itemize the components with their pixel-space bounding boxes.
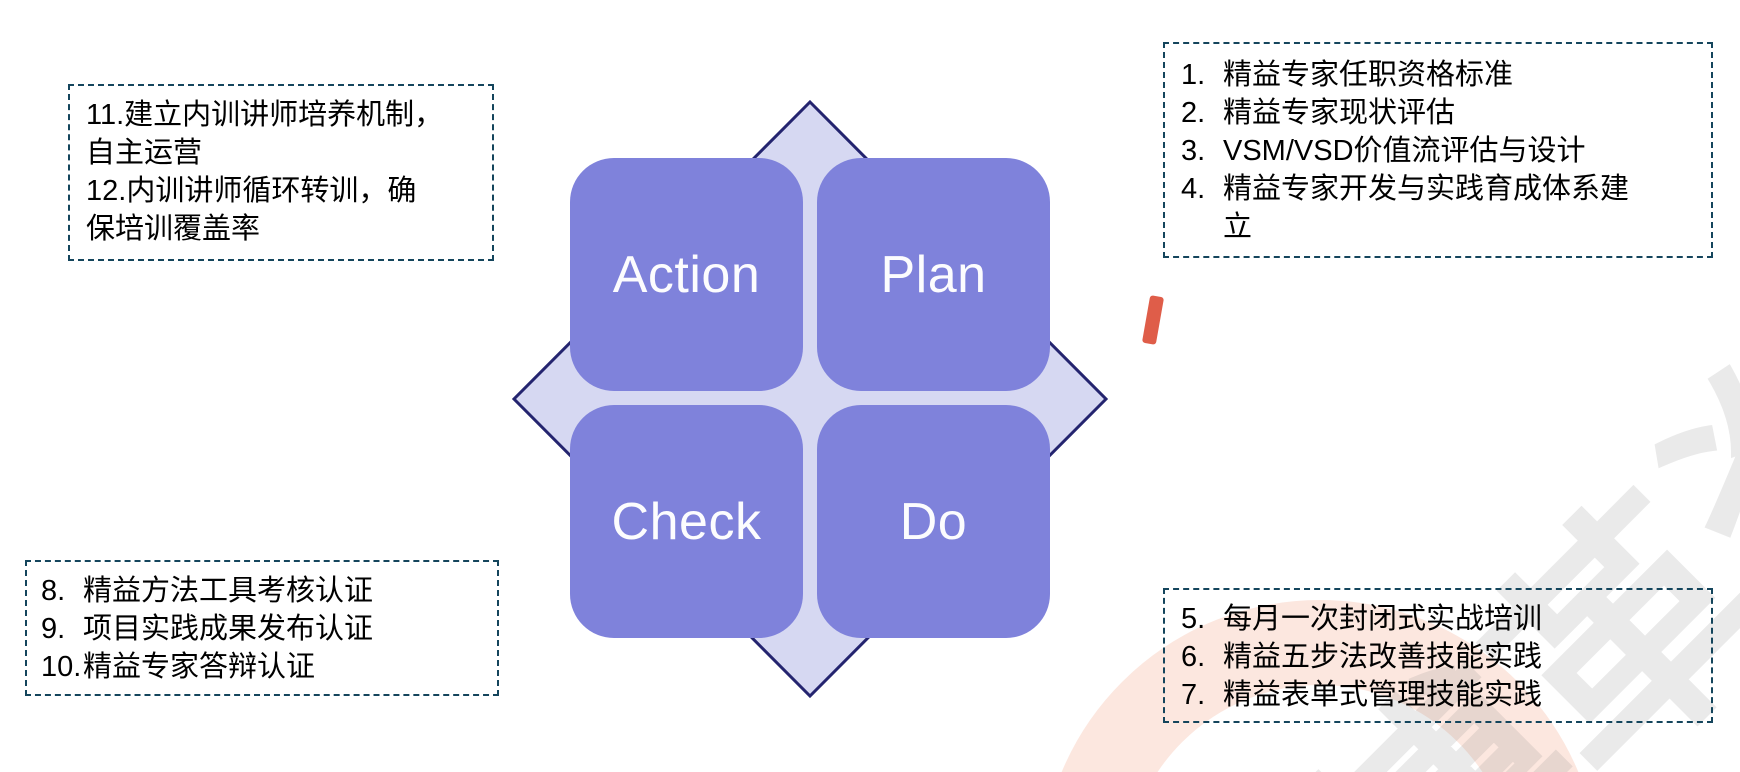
pdca-square-do: Do xyxy=(817,405,1050,638)
annotation-box-action: 11.建立内训讲师培养机制， 自主运营 12.内训讲师循环转训，确 保培训覆盖率 xyxy=(68,84,494,261)
item-number: 8. xyxy=(41,575,66,607)
pdca-square-plan: Plan xyxy=(817,158,1050,391)
annotation-box-check: 8. 精益方法工具考核认证 9. 项目实践成果发布认证 10. 精益专家答辩认证 xyxy=(25,560,499,696)
item-number: 9. xyxy=(41,613,66,645)
list-item: 10. 精益专家答辩认证 xyxy=(41,648,483,686)
item-text: 精益专家开发与实践育成体系建 立 xyxy=(1223,173,1630,243)
list-item: 11.建立内训讲师培养机制， 自主运营 xyxy=(86,99,444,169)
item-text: 精益专家答辩认证 xyxy=(83,651,316,683)
list-item: 1. 精益专家任职资格标准 xyxy=(1181,56,1695,94)
pdca-label-plan: Plan xyxy=(880,245,987,304)
item-text: 精益方法工具考核认证 xyxy=(83,575,374,607)
pdca-label-check: Check xyxy=(611,492,762,551)
item-number: 7. xyxy=(1181,679,1206,711)
item-number: 1. xyxy=(1181,59,1206,91)
annotation-box-plan: 1. 精益专家任职资格标准 2. 精益专家现状评估 3. VSM/VSD价值流评… xyxy=(1163,42,1713,258)
item-text: 项目实践成果发布认证 xyxy=(83,613,374,645)
list-item: 3. VSM/VSD价值流评估与设计 xyxy=(1181,132,1695,170)
list-item: 5. 每月一次封闭式实战培训 xyxy=(1181,600,1695,638)
item-number: 10. xyxy=(41,651,82,683)
pdca-label-action: Action xyxy=(612,245,761,304)
list-item: 12.内训讲师循环转训，确 保培训覆盖率 xyxy=(86,175,417,245)
annotation-box-do: 5. 每月一次封闭式实战培训 6. 精益五步法改善技能实践 7. 精益表单式管理… xyxy=(1163,588,1713,723)
item-number: 4. xyxy=(1181,173,1206,205)
list-item: 8. 精益方法工具考核认证 xyxy=(41,572,483,610)
item-text: 精益专家现状评估 xyxy=(1223,97,1456,129)
item-number: 2. xyxy=(1181,97,1206,129)
list-item: 7. 精益表单式管理技能实践 xyxy=(1181,676,1695,714)
list-item: 6. 精益五步法改善技能实践 xyxy=(1181,638,1695,676)
item-text: 精益表单式管理技能实践 xyxy=(1223,679,1543,711)
item-text: 精益专家任职资格标准 xyxy=(1223,59,1514,91)
pdca-label-do: Do xyxy=(899,492,968,551)
list-item: 4. 精益专家开发与实践育成体系建 立 xyxy=(1181,170,1695,246)
list-item: 2. 精益专家现状评估 xyxy=(1181,94,1695,132)
item-text: 每月一次封闭式实战培训 xyxy=(1223,603,1543,635)
pdca-square-action: Action xyxy=(570,158,803,391)
item-text: 精益五步法改善技能实践 xyxy=(1223,641,1543,673)
list-item: 9. 项目实践成果发布认证 xyxy=(41,610,483,648)
item-number: 5. xyxy=(1181,603,1206,635)
item-text: VSM/VSD价值流评估与设计 xyxy=(1223,135,1586,167)
pdca-square-check: Check xyxy=(570,405,803,638)
item-number: 3. xyxy=(1181,135,1206,167)
item-number: 6. xyxy=(1181,641,1206,673)
